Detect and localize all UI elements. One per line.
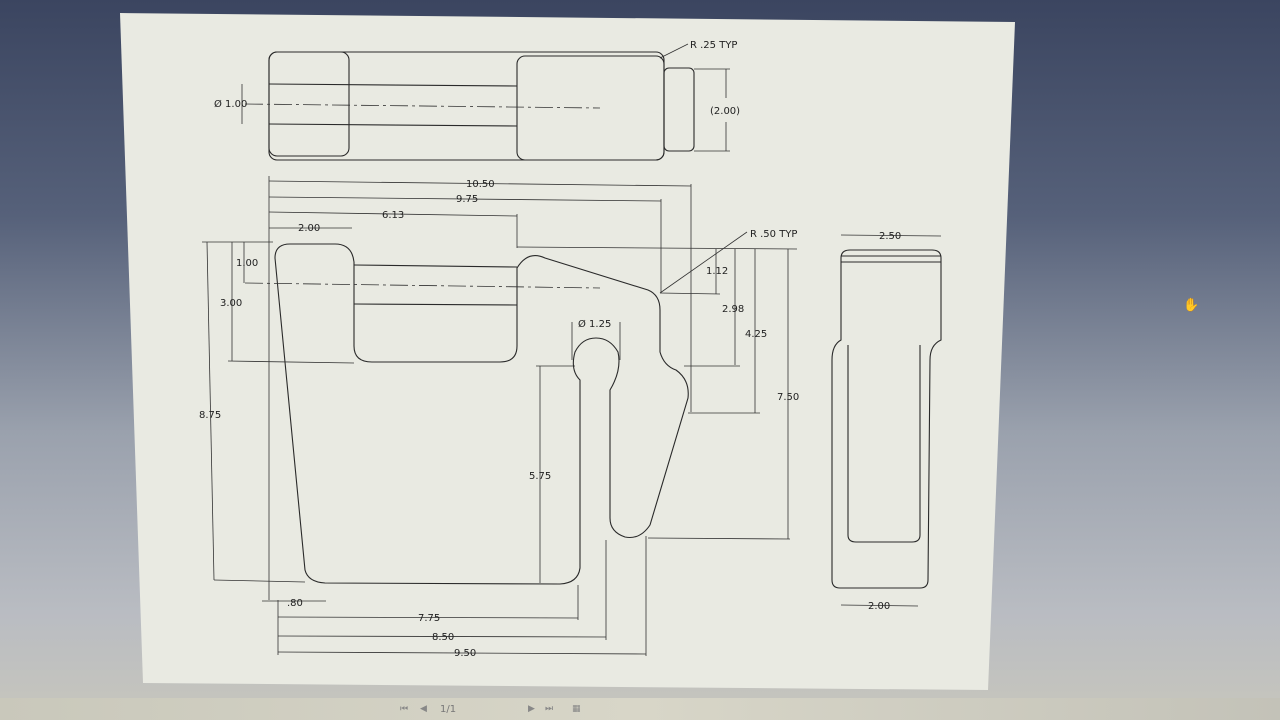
side-width-bottom: 2.00	[868, 601, 890, 612]
radius-note-top: R .25 TYP	[690, 40, 737, 51]
dim-7-50: 7.50	[777, 392, 799, 403]
dim-1-00: 1.00	[236, 258, 258, 269]
dim-7-75: 7.75	[418, 613, 440, 624]
radius-note-front: R .50 TYP	[750, 229, 797, 240]
dim-10-50: 10.50	[466, 179, 495, 190]
dim-0-80: .80	[287, 598, 303, 609]
dim-3-00: 3.00	[220, 298, 242, 309]
diameter-label: Ø 1.00	[214, 98, 247, 110]
dim-9-75: 9.75	[456, 194, 478, 205]
last-page-icon[interactable]: ⏭	[545, 704, 554, 714]
dim-5-75: 5.75	[529, 471, 551, 482]
dim-9-50: 9.50	[454, 648, 476, 659]
dim-8-50: 8.50	[432, 632, 454, 643]
side-view: 2.50 2.00	[831, 231, 942, 612]
prev-page-icon[interactable]: ◀	[420, 704, 427, 714]
view-mode-icon[interactable]: ▦	[572, 704, 581, 714]
page-indicator[interactable]: 1/1	[440, 704, 457, 715]
next-page-icon[interactable]: ▶	[528, 704, 535, 714]
dim-2-00: 2.00	[298, 223, 320, 234]
dim-1-12: 1.12	[706, 266, 728, 277]
side-width-top: 2.50	[879, 231, 901, 242]
top-view: R .25 TYP Ø 1.00 (2.00)	[214, 40, 740, 161]
dim-4-25: 4.25	[745, 329, 767, 340]
height-label: (2.00)	[710, 106, 740, 117]
dim-2-98: 2.98	[722, 304, 744, 315]
hole-diameter: Ø 1.25	[578, 318, 611, 330]
first-page-icon[interactable]: ⏮	[400, 704, 409, 714]
hand-cursor-icon: ✋	[1183, 298, 1200, 313]
front-view: 10.50 9.75 6.13 2.00 R .50 TYP 1.00 3.00…	[199, 176, 799, 659]
front-dim-labels: 10.50 9.75 6.13 2.00 R .50 TYP 1.00 3.00…	[199, 179, 799, 659]
viewer-toolbar: ⏮ ◀ 1/1 ▶ ⏭ ▦	[0, 698, 1280, 720]
dim-6-13: 6.13	[382, 210, 404, 221]
dim-8-75: 8.75	[199, 410, 221, 421]
